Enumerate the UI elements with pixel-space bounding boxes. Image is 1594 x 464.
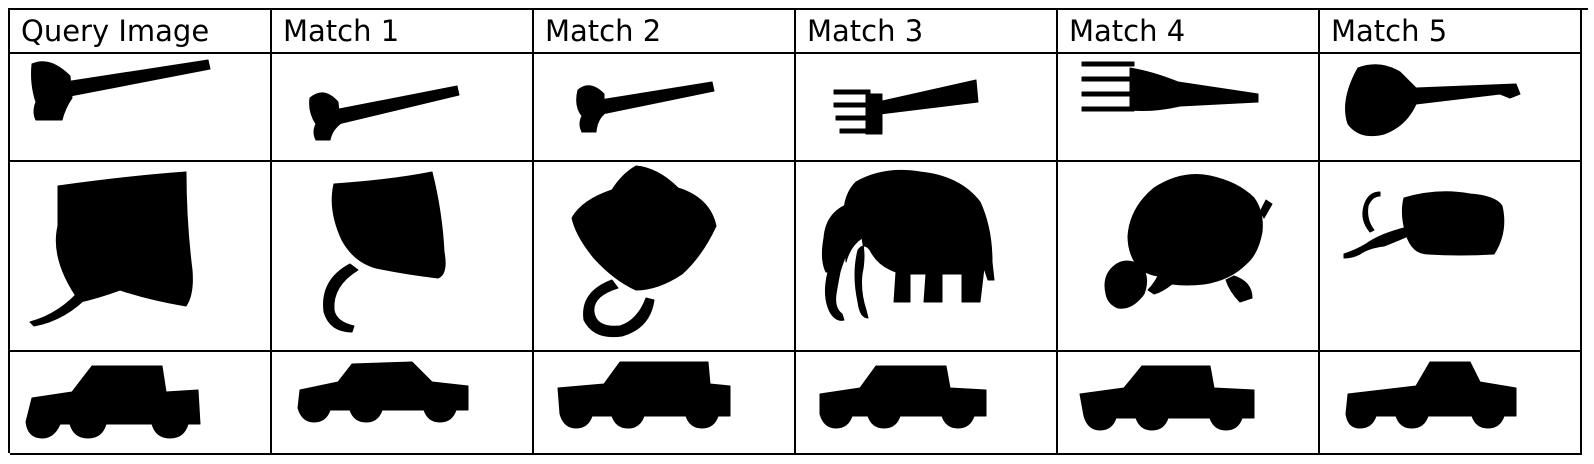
- car-icon: [557, 361, 731, 429]
- cell-r1-match3: [796, 54, 1058, 162]
- cell-r1-match4: [1058, 54, 1320, 162]
- key-icon: [1345, 64, 1521, 137]
- car-icon: [297, 361, 469, 423]
- hammer-icon: [576, 81, 715, 133]
- cell-r3-match4: [1058, 352, 1320, 455]
- turtle-icon: [1104, 174, 1273, 309]
- cell-r3-match1: [272, 352, 534, 455]
- hammer-icon: [31, 59, 211, 121]
- hammer-icon: [309, 85, 460, 141]
- cell-r1-match2: [534, 54, 796, 162]
- car-icon: [1079, 365, 1255, 431]
- cell-r2-query: [10, 162, 272, 352]
- cell-r3-query: [10, 352, 272, 455]
- cell-r3-match2: [534, 352, 796, 455]
- cell-r3-match5: [1320, 352, 1582, 455]
- cell-r2-match1: [272, 162, 534, 352]
- elephant-icon: [821, 169, 995, 321]
- fork-icon: [1081, 61, 1259, 112]
- cell-r2-match5: [1320, 162, 1582, 352]
- cell-r2-match4: [1058, 162, 1320, 352]
- stingray-icon: [1343, 191, 1505, 259]
- cell-r2-match3: [796, 162, 1058, 352]
- retrieval-results-table: Query Image Match 1 Match 2 Match 3 Matc…: [8, 8, 1588, 455]
- cell-r1-match5: [1320, 54, 1582, 162]
- header-match-4: Match 4: [1058, 10, 1320, 54]
- car-icon: [1345, 361, 1517, 429]
- fork-icon: [833, 79, 979, 135]
- cell-r3-match3: [796, 352, 1058, 455]
- header-match-5: Match 5: [1320, 10, 1582, 54]
- stingray-icon: [29, 171, 193, 327]
- header-match-3: Match 3: [796, 10, 1058, 54]
- cell-r2-match2: [534, 162, 796, 352]
- header-match-1: Match 1: [272, 10, 534, 54]
- stingray-icon: [571, 165, 717, 338]
- car-icon: [819, 365, 987, 429]
- header-query-image: Query Image: [10, 10, 272, 54]
- cell-r1-query: [10, 54, 272, 162]
- header-match-2: Match 2: [534, 10, 796, 54]
- cell-r1-match1: [272, 54, 534, 162]
- car-icon: [25, 365, 201, 439]
- stingray-icon: [323, 171, 446, 333]
